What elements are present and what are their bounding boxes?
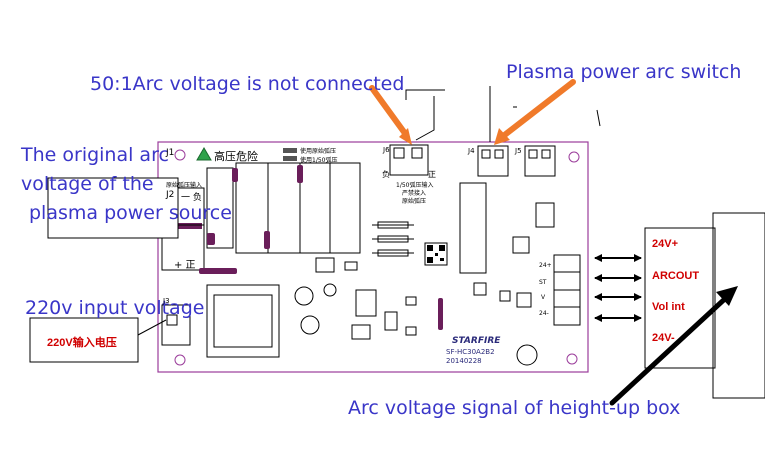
mount-hole xyxy=(566,353,578,365)
qr-code-icon xyxy=(424,242,448,266)
j4-label: J4 xyxy=(468,147,475,155)
mount-hole xyxy=(568,151,580,163)
j1-label: J1 xyxy=(166,148,175,158)
original-arc-label-box xyxy=(47,177,179,239)
j6-minus-label: 负 xyxy=(382,170,390,179)
j6-desc-1: 1/50弧压输入 xyxy=(396,182,434,189)
power-arc-switch-label: Plasma power arc switch xyxy=(506,61,742,83)
input-220v-label: 220v input voltage xyxy=(25,297,205,319)
j5-label: J5 xyxy=(515,147,522,155)
mount-hole xyxy=(174,354,186,366)
transformer xyxy=(206,284,280,358)
orange-arrow-left xyxy=(369,85,412,145)
pcb-outline xyxy=(157,141,589,373)
j6-desc-2: 严禁接入 xyxy=(402,190,427,197)
relay-block xyxy=(235,162,361,254)
ic-chip xyxy=(459,182,487,274)
leader-line xyxy=(415,96,435,141)
j3-terminal xyxy=(161,304,191,346)
warning-text: 高压危险 xyxy=(214,150,258,163)
signal-pin-24v-minus: 24V- xyxy=(652,332,675,344)
j3-label: J3 xyxy=(163,297,170,305)
arc-not-connected-label: 50:1Arc voltage is not connected xyxy=(90,73,405,95)
j1-minus-label: 一 负 xyxy=(181,193,202,203)
signal-pin-vol-int: Vol int xyxy=(652,301,685,313)
original-arc-label-line1: The original arc xyxy=(21,144,169,166)
jumper-option-2-box xyxy=(283,156,297,161)
black-arrow-diagonal xyxy=(609,286,738,406)
input-220v-cn-label: 220V输入电压 xyxy=(47,337,117,349)
j4-connector xyxy=(477,145,509,177)
mount-hole xyxy=(174,149,186,161)
original-arc-label-line2: voltage of the xyxy=(21,173,154,195)
pin-24m-label: 24- xyxy=(539,310,549,317)
j6-connector xyxy=(389,144,429,176)
j1-sub-label: 原始弧压输入 xyxy=(166,182,203,189)
original-arc-label-line3: plasma power source xyxy=(29,202,232,224)
leader-line xyxy=(405,89,445,100)
jumper-option-1: 使用原始弧压 xyxy=(300,148,337,155)
logo-text: STARFIRE xyxy=(452,336,501,346)
j5-connector xyxy=(524,145,556,177)
warning-triangle-icon xyxy=(196,147,212,161)
model-text: SF-HC30A2B2 xyxy=(446,348,495,356)
pin-v-label: V xyxy=(541,294,546,301)
date-text: 20140228 xyxy=(446,357,482,365)
j6-desc-3: 原始弧压 xyxy=(402,198,427,205)
jumper-option-2: 使用1/50弧压 xyxy=(300,157,338,164)
signal-box-back xyxy=(712,212,765,399)
signal-box xyxy=(644,227,716,369)
jumper-option-1-box xyxy=(283,148,297,153)
signal-pin-arcout: ARCOUT xyxy=(652,270,700,282)
orange-arrow-right xyxy=(494,79,576,145)
j6-label: J6 xyxy=(383,146,390,154)
pin-st-label: ST xyxy=(539,279,547,286)
input-220v-label-box xyxy=(29,317,139,363)
height-up-box-label: Arc voltage signal of height-up box xyxy=(348,397,681,419)
j2-label: J2 xyxy=(166,190,175,200)
j6-plus-label: 正 xyxy=(428,170,436,179)
j1-plus-label: + 正 xyxy=(174,260,196,271)
signal-pin-24v-plus: 24V+ xyxy=(652,238,678,250)
pin-24p-label: 24+ xyxy=(539,262,552,269)
